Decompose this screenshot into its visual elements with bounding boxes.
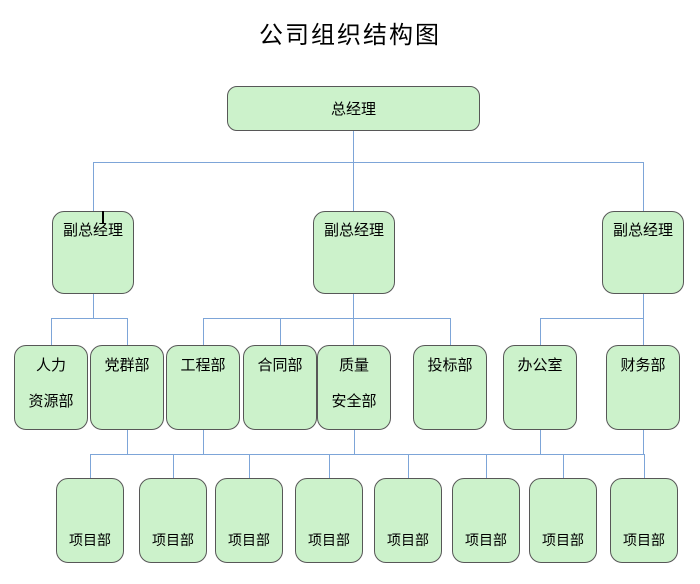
node-label: 项目部 (465, 533, 507, 549)
connector-line (353, 294, 354, 345)
node-project-dept-1[interactable]: 项目部 (56, 478, 124, 563)
connector-line (329, 454, 330, 478)
node-deputy-general-manager-1[interactable]: 副总经理 (52, 211, 134, 294)
node-label: 项目部 (69, 533, 111, 549)
node-label: 党群部 (104, 356, 150, 374)
connector-line (540, 430, 541, 454)
connector-line (93, 162, 644, 163)
node-project-dept-5[interactable]: 项目部 (374, 478, 442, 563)
connector-line (127, 318, 128, 345)
node-label: 副总经理 (612, 221, 673, 239)
node-label: 项目部 (308, 533, 350, 549)
node-project-dept-3[interactable]: 项目部 (215, 478, 283, 563)
node-label: 合同部 (257, 356, 303, 374)
connector-line (563, 454, 564, 478)
connector-line (249, 454, 250, 478)
connector-line (93, 294, 94, 318)
node-dept-quality-safety[interactable]: 质量 安全部 (317, 345, 391, 430)
node-label: 办公室 (517, 356, 563, 374)
connector-line (353, 162, 354, 211)
node-dept-party-group[interactable]: 党群部 (90, 345, 164, 430)
connector-line (90, 454, 91, 478)
connector-line (127, 430, 128, 454)
node-label: 安全部 (331, 392, 377, 410)
connector-line (51, 318, 52, 345)
connector-line (280, 318, 281, 345)
node-general-manager[interactable]: 总经理 (227, 86, 480, 131)
connector-line (93, 162, 94, 211)
node-label: 副总经理 (62, 221, 123, 239)
node-deputy-general-manager-2[interactable]: 副总经理 (313, 211, 395, 294)
node-dept-human-resources[interactable]: 人力 资源部 (14, 345, 88, 430)
node-label: 项目部 (152, 533, 194, 549)
chart-title: 公司组织结构图 (259, 21, 441, 49)
node-label: 人力 (35, 356, 66, 374)
node-dept-finance[interactable]: 财务部 (606, 345, 680, 430)
node-label: 项目部 (542, 533, 584, 549)
connector-line (643, 162, 644, 211)
node-label: 质量 (338, 356, 369, 374)
node-dept-office[interactable]: 办公室 (503, 345, 577, 430)
node-label: 投标部 (427, 356, 473, 374)
text-cursor-caret (102, 211, 104, 224)
node-label: 项目部 (623, 533, 665, 549)
node-label: 财务部 (620, 356, 666, 374)
connector-line (203, 318, 204, 345)
connector-line (90, 454, 645, 455)
node-project-dept-7[interactable]: 项目部 (529, 478, 597, 563)
connector-line (408, 454, 409, 478)
node-label: 项目部 (228, 533, 270, 549)
connector-line (353, 131, 354, 162)
node-label: 副总经理 (323, 221, 384, 239)
connector-line (51, 318, 128, 319)
node-project-dept-8[interactable]: 项目部 (610, 478, 678, 563)
node-project-dept-2[interactable]: 项目部 (139, 478, 207, 563)
connector-line (644, 454, 645, 478)
node-dept-bidding[interactable]: 投标部 (413, 345, 487, 430)
connector-line (450, 318, 451, 345)
node-label: 项目部 (387, 533, 429, 549)
node-label: 资源部 (28, 392, 74, 410)
node-label: 总经理 (330, 99, 376, 118)
connector-line (354, 430, 355, 454)
node-deputy-general-manager-3[interactable]: 副总经理 (602, 211, 684, 294)
connector-line (203, 318, 451, 319)
connector-line (486, 454, 487, 478)
node-label: 工程部 (180, 356, 226, 374)
connector-line (540, 318, 644, 319)
connector-line (643, 294, 644, 345)
node-project-dept-4[interactable]: 项目部 (295, 478, 363, 563)
connector-line (173, 454, 174, 478)
node-project-dept-6[interactable]: 项目部 (452, 478, 520, 563)
connector-line (203, 430, 204, 454)
node-dept-engineering[interactable]: 工程部 (166, 345, 240, 430)
connector-line (540, 318, 541, 345)
connector-line (643, 430, 644, 454)
node-dept-contract[interactable]: 合同部 (243, 345, 317, 430)
